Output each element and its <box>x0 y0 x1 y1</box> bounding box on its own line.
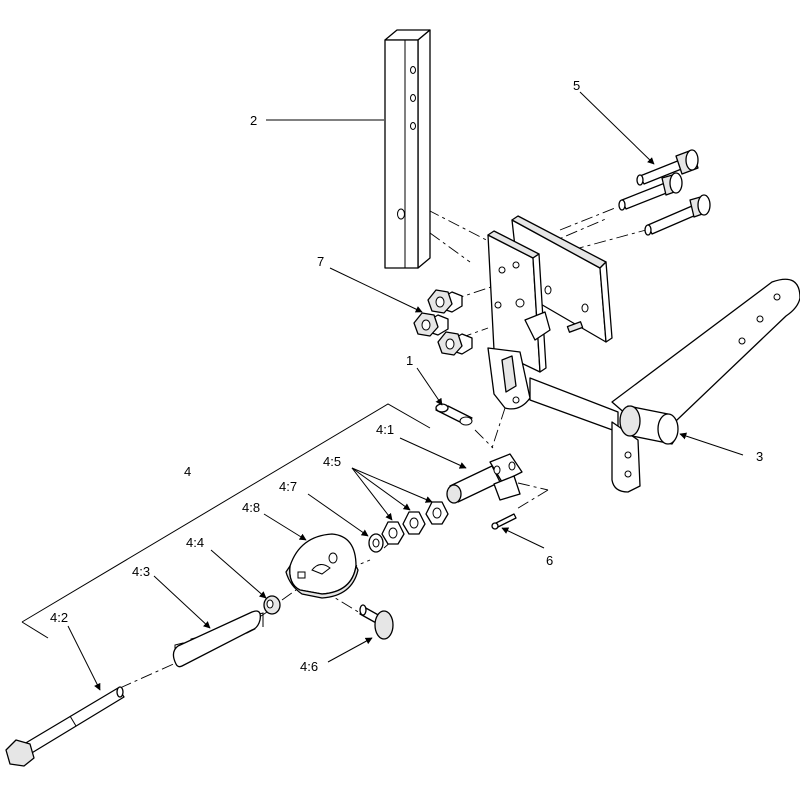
callout-4-7: 4:7 <box>279 479 297 494</box>
latch-bracket <box>487 347 531 410</box>
leader-lines <box>67 91 744 691</box>
callout-4-3: 4:3 <box>132 564 150 579</box>
cap-screw-2 <box>618 172 683 211</box>
callout-4: 4 <box>184 464 191 479</box>
mount-plate-rear <box>511 215 613 343</box>
group-4-bracket <box>21 403 431 639</box>
lock-nut-2 <box>413 312 449 337</box>
jam-nut-1 <box>425 501 449 525</box>
callout-2: 2 <box>250 113 257 128</box>
callout-4-5: 4:5 <box>323 454 341 469</box>
lock-nut-1 <box>427 289 463 314</box>
cotter-pin <box>491 513 517 530</box>
callout-7: 7 <box>317 254 324 269</box>
long-hex-bolt <box>5 686 125 767</box>
callout-6: 6 <box>546 553 553 568</box>
compression-spring <box>172 610 264 668</box>
callout-4-4: 4:4 <box>186 535 204 550</box>
callout-4-1: 4:1 <box>376 422 394 437</box>
clevis-yoke <box>446 453 523 504</box>
callout-3: 3 <box>756 449 763 464</box>
jam-nut-3 <box>381 521 405 545</box>
callout-1: 1 <box>406 353 413 368</box>
bushing <box>263 595 281 615</box>
callout-4-6: 4:6 <box>300 659 318 674</box>
callout-5: 5 <box>573 78 580 93</box>
mount-plate-front <box>487 230 551 373</box>
carriage-bolt <box>359 604 394 640</box>
pivot-arm <box>529 278 800 493</box>
cap-screw-3 <box>644 194 711 236</box>
jam-nut-2 <box>402 511 426 535</box>
callout-labels: 2 5 7 1 3 4:1 4 4:5 4:7 4:8 4:4 4:3 4:2 … <box>50 78 763 674</box>
clevis-pin <box>435 403 473 426</box>
cam-plate <box>285 533 359 599</box>
flat-washer <box>368 533 384 553</box>
square-tube <box>384 29 431 269</box>
lock-nut-3 <box>437 331 473 356</box>
callout-4-2: 4:2 <box>50 610 68 625</box>
cap-screw-1 <box>636 149 699 186</box>
callout-4-8: 4:8 <box>242 500 260 515</box>
